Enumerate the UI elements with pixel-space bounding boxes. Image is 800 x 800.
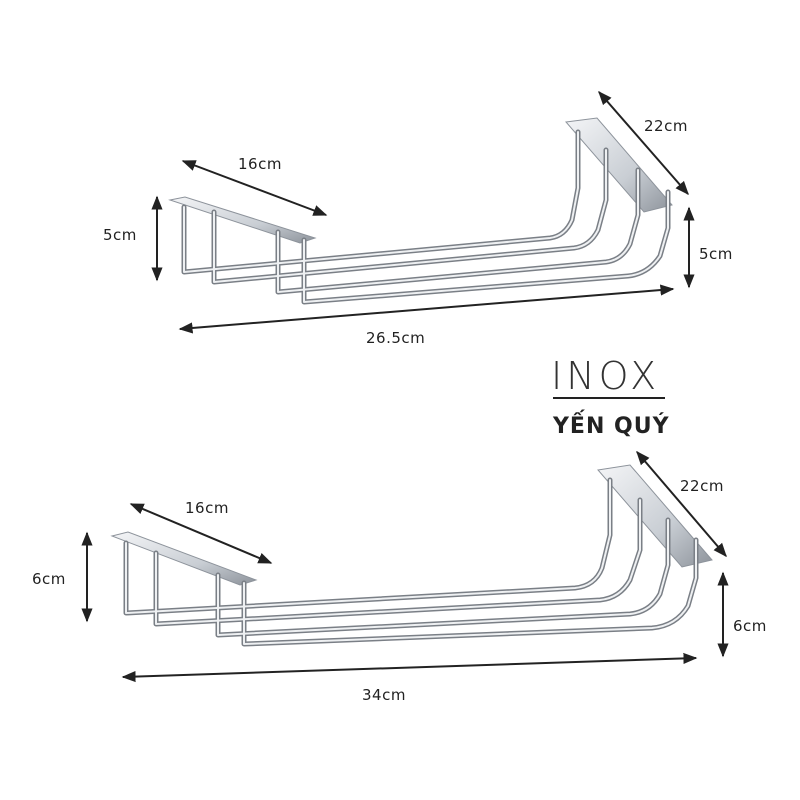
rack-large-label-depth-front: 16cm (185, 499, 229, 517)
rack-small-dim-length (178, 284, 675, 334)
rack-small-dim-depth-front (181, 160, 328, 216)
rack-small-rails (181, 129, 671, 305)
rack-large-label-height-front: 6cm (32, 570, 66, 588)
rack-large-dim-length (121, 652, 698, 683)
rack-large-rails (123, 477, 699, 647)
rack-large-front-plate (110, 531, 258, 586)
brand-line2: YẾN QUÝ (552, 410, 670, 439)
rack-large-dimension-labels: 16cm 22cm 6cm 6cm 34cm (32, 477, 767, 704)
rack-small-label-depth-front: 16cm (238, 155, 282, 173)
brand-line1: INOX (551, 354, 660, 398)
rack-small: 16cm 22cm 5cm 5cm 26.5cm (103, 90, 733, 347)
rack-small-dimension-labels: 16cm 22cm 5cm 5cm 26.5cm (103, 117, 733, 347)
rack-small-dimension-lines (151, 90, 695, 334)
rack-small-front-plate (168, 196, 317, 244)
rack-small-label-length: 26.5cm (366, 329, 425, 347)
brand-logo: INOX YẾN QUÝ (551, 354, 670, 439)
rack-small-label-depth-back: 22cm (644, 117, 688, 135)
rack-small-label-height-back: 5cm (699, 245, 733, 263)
rack-large-dim-depth-front (129, 503, 273, 564)
rack-large-label-depth-back: 22cm (680, 477, 724, 495)
rack-large: 16cm 22cm 6cm 6cm 34cm (32, 450, 767, 704)
rack-large-label-height-back: 6cm (733, 617, 767, 635)
rack-large-dim-depth-back (636, 450, 727, 558)
rack-large-dimension-lines (81, 450, 729, 683)
rack-large-label-length: 34cm (362, 686, 406, 704)
rack-small-label-height-front: 5cm (103, 226, 137, 244)
rack-small-dim-depth-back (598, 90, 689, 196)
